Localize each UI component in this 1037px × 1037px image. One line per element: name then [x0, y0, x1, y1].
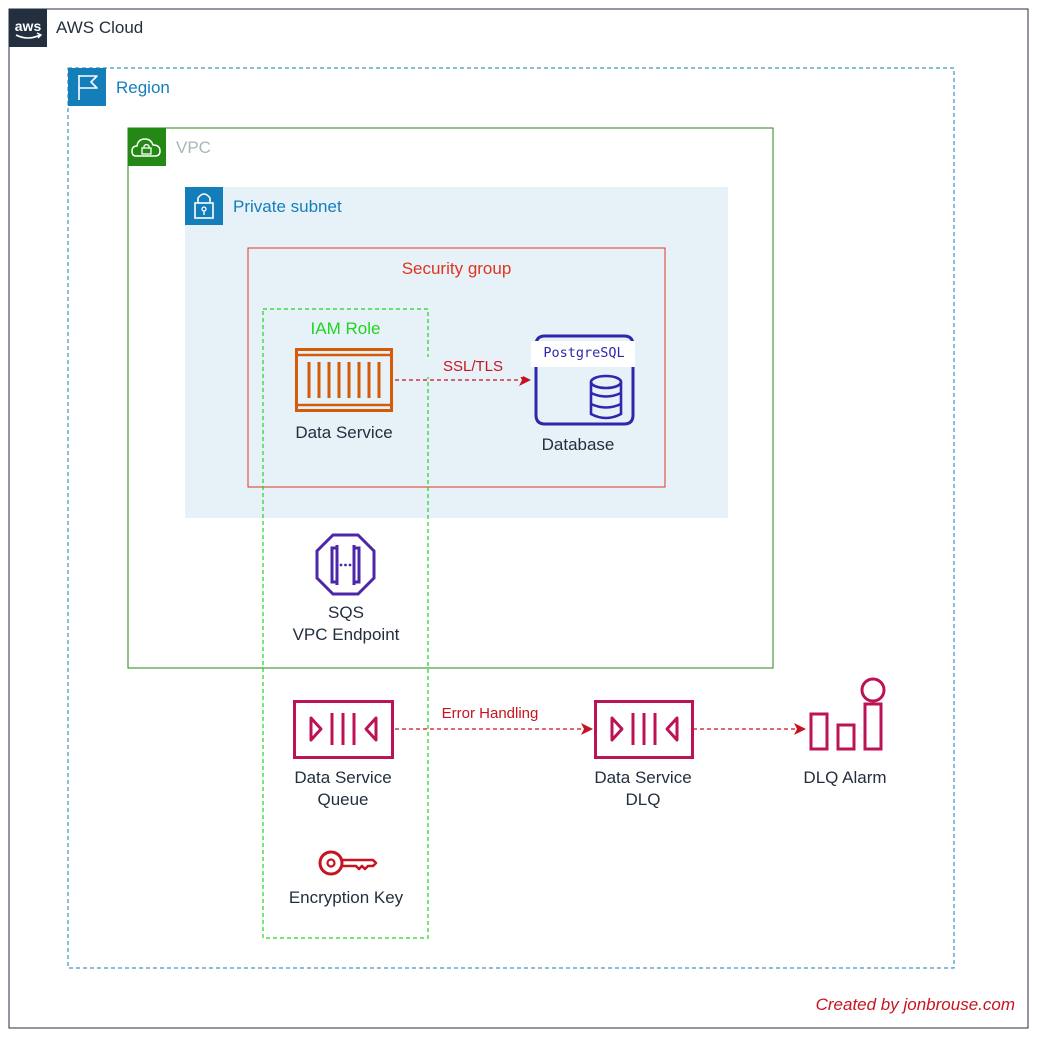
region-group	[67, 67, 955, 969]
sqs-endpoint-label-line1: SQS	[328, 603, 364, 622]
database-label: Database	[541, 435, 615, 454]
error-handling-edge-label: Error Handling	[441, 705, 539, 722]
region-title: Region	[116, 78, 170, 97]
dlq-label-line1: Data Service	[594, 768, 692, 787]
cloud-lock-icon	[128, 128, 166, 166]
ssl-tls-edge-label: SSL/TLS	[423, 357, 523, 377]
security-group-title: Security group	[401, 259, 512, 278]
postgresql-badge: PostgreSQL	[543, 345, 625, 361]
flag-icon	[68, 68, 106, 106]
iam-role-title: IAM Role	[310, 319, 381, 338]
vpc-endpoint-icon	[315, 533, 376, 596]
aws-cloud-group	[8, 8, 1029, 1029]
svg-text:aws: aws	[15, 18, 42, 34]
sqs-endpoint-label-line2: VPC Endpoint	[292, 625, 400, 644]
credit-text: Created by jonbrouse.com	[815, 995, 1015, 1014]
edge-ssl-tls	[395, 374, 531, 386]
private-subnet-title: Private subnet	[233, 197, 342, 216]
vpc-group	[127, 127, 774, 669]
rds-postgresql-icon	[531, 334, 635, 426]
edge-error-handling	[395, 723, 593, 735]
edge-dlq-to-alarm	[693, 723, 806, 735]
container-icon	[295, 348, 393, 412]
sqs-queue-icon	[293, 700, 394, 759]
aws-cloud-title: AWS Cloud	[56, 18, 144, 37]
private-subnet-group	[185, 187, 728, 518]
cloudwatch-alarm-icon	[809, 677, 886, 751]
sqs-dlq-icon	[594, 700, 694, 759]
padlock-icon	[185, 187, 223, 225]
queue-label-line1: Data Service	[294, 768, 392, 787]
vpc-title: VPC	[176, 138, 211, 157]
key-icon	[318, 850, 378, 876]
data-service-label: Data Service	[295, 423, 393, 442]
dlq-alarm-label: DLQ Alarm	[803, 768, 887, 787]
dlq-label-line2: DLQ	[625, 790, 661, 809]
queue-label-line2: Queue	[317, 790, 369, 809]
iam-role-group	[262, 308, 429, 939]
security-group	[247, 247, 666, 488]
aws-logo-icon: aws	[9, 9, 47, 47]
encryption-key-label: Encryption Key	[288, 888, 404, 907]
